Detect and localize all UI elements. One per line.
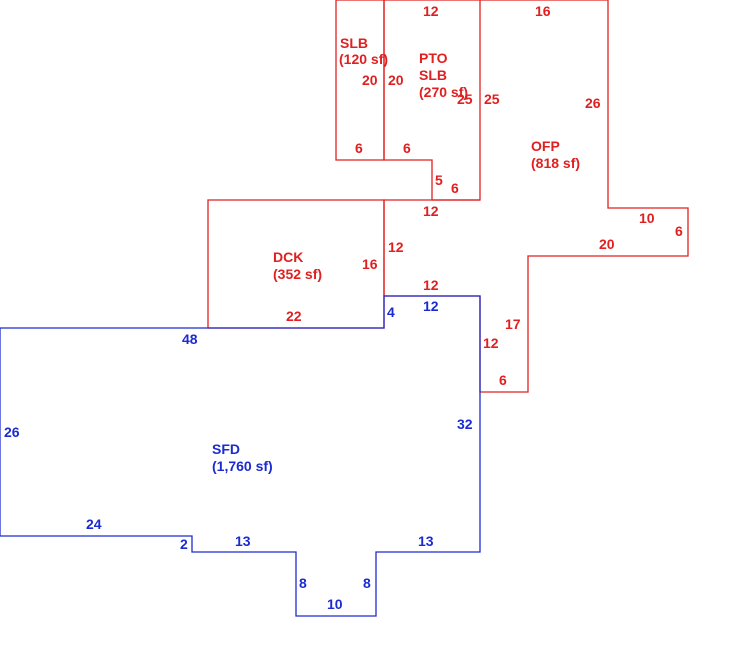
pto-label: PTO	[419, 50, 448, 66]
area-labels: SLB (120 sf) PTO SLB (270 sf) OFP (818 s…	[212, 35, 580, 474]
dimension-label: 12	[423, 277, 439, 293]
dimension-label: 12	[483, 335, 499, 351]
dimension-label: 8	[299, 575, 307, 591]
dimension-label: 2	[180, 536, 188, 552]
ofp-label: OFP	[531, 138, 560, 154]
slb-area: (120 sf)	[339, 51, 388, 67]
dck-label: DCK	[273, 249, 303, 265]
dimension-label: 32	[457, 416, 473, 432]
dimension-label: 10	[639, 210, 655, 226]
dimension-label: 6	[355, 140, 363, 156]
pto-area: (270 sf)	[419, 84, 468, 100]
dimension-label: 12	[423, 298, 439, 314]
dimension-label: 25	[457, 91, 473, 107]
dimension-label: 4	[387, 304, 395, 320]
dimension-label: 16	[535, 3, 551, 19]
dimension-label: 12	[423, 3, 439, 19]
dimension-label: 24	[86, 516, 102, 532]
addition-dimensions: 12 16 20 20 25 25 26 6 6 5 6 12 10 6 20 …	[286, 3, 683, 388]
ofp-area: (818 sf)	[531, 155, 580, 171]
dimension-label: 12	[423, 203, 439, 219]
dimension-label: 8	[363, 575, 371, 591]
dimension-label: 10	[327, 596, 343, 612]
pto-sub-label: SLB	[419, 67, 447, 83]
addition-outlines	[207, 0, 689, 393]
dimension-label: 6	[675, 223, 683, 239]
sfd-label: SFD	[212, 441, 240, 457]
dimension-label: 20	[362, 72, 378, 88]
slb-label: SLB	[340, 35, 368, 51]
dimension-label: 12	[388, 239, 404, 255]
dimension-label: 13	[235, 533, 251, 549]
dimension-label: 26	[585, 95, 601, 111]
dimension-label: 6	[451, 180, 459, 196]
dimension-label: 5	[435, 172, 443, 188]
dimension-label: 20	[599, 236, 615, 252]
dimension-label: 48	[182, 331, 198, 347]
dimension-label: 16	[362, 256, 378, 272]
dimension-label: 22	[286, 308, 302, 324]
dimension-label: 25	[484, 91, 500, 107]
dck-area: (352 sf)	[273, 266, 322, 282]
dimension-label: 17	[505, 316, 521, 332]
dimension-label: 6	[499, 372, 507, 388]
dimension-label: 6	[403, 140, 411, 156]
dimension-label: 13	[418, 533, 434, 549]
dimension-label: 26	[4, 424, 20, 440]
main-dimensions: 4 12 48 26 32 24 2 13 13 8 8 10	[4, 298, 473, 612]
dimension-label: 20	[388, 72, 404, 88]
sfd-outline	[0, 295, 481, 617]
sfd-area: (1,760 sf)	[212, 458, 273, 474]
